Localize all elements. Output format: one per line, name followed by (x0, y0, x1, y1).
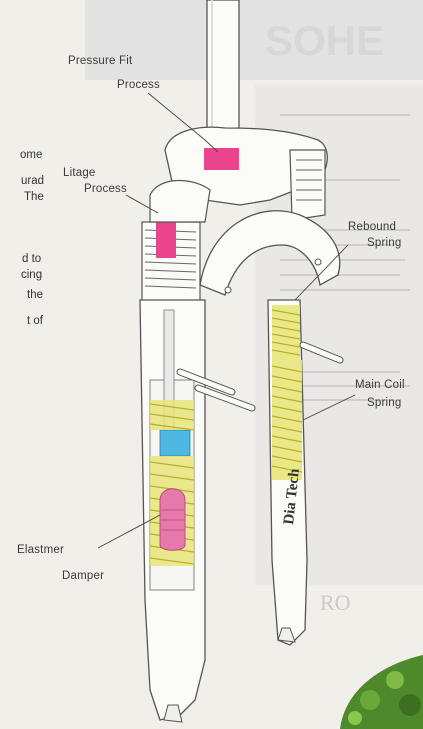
callout-pressure-fit-line2: Process (117, 79, 160, 91)
callout-elastmer-line2: Damper (62, 570, 104, 582)
rebound-spring (272, 305, 300, 360)
right-crown-arm (290, 150, 325, 220)
callout-main-coil-line2: Spring (367, 397, 401, 409)
callout-rebound-line1: Rebound (348, 221, 396, 233)
pressure-fit-highlight (204, 148, 239, 170)
body-fragment: ome (20, 149, 42, 161)
body-fragment: urad (21, 175, 44, 187)
elastomer-damper (160, 489, 185, 551)
callout-main-coil-line1: Main Coil (355, 379, 405, 391)
callout-litage-line1: Litage (63, 167, 96, 179)
callout-litage-line2: Process (84, 183, 127, 195)
callout-rebound-line2: Spring (367, 237, 401, 249)
ghost-heading: RO (320, 590, 351, 615)
body-fragment: d to (22, 253, 41, 265)
masthead-text: SOHE (265, 17, 384, 64)
body-fragment: The (24, 191, 44, 203)
callout-pressure-fit-line1: Pressure Fit (68, 55, 133, 67)
body-fragment: the (27, 289, 43, 301)
main-coil-spring (272, 360, 302, 480)
callout-elastmer-line1: Elastmer (17, 544, 64, 556)
body-fragment: cing (21, 269, 42, 281)
cyan-bumper (160, 430, 190, 456)
body-fragment: t of (27, 315, 44, 327)
